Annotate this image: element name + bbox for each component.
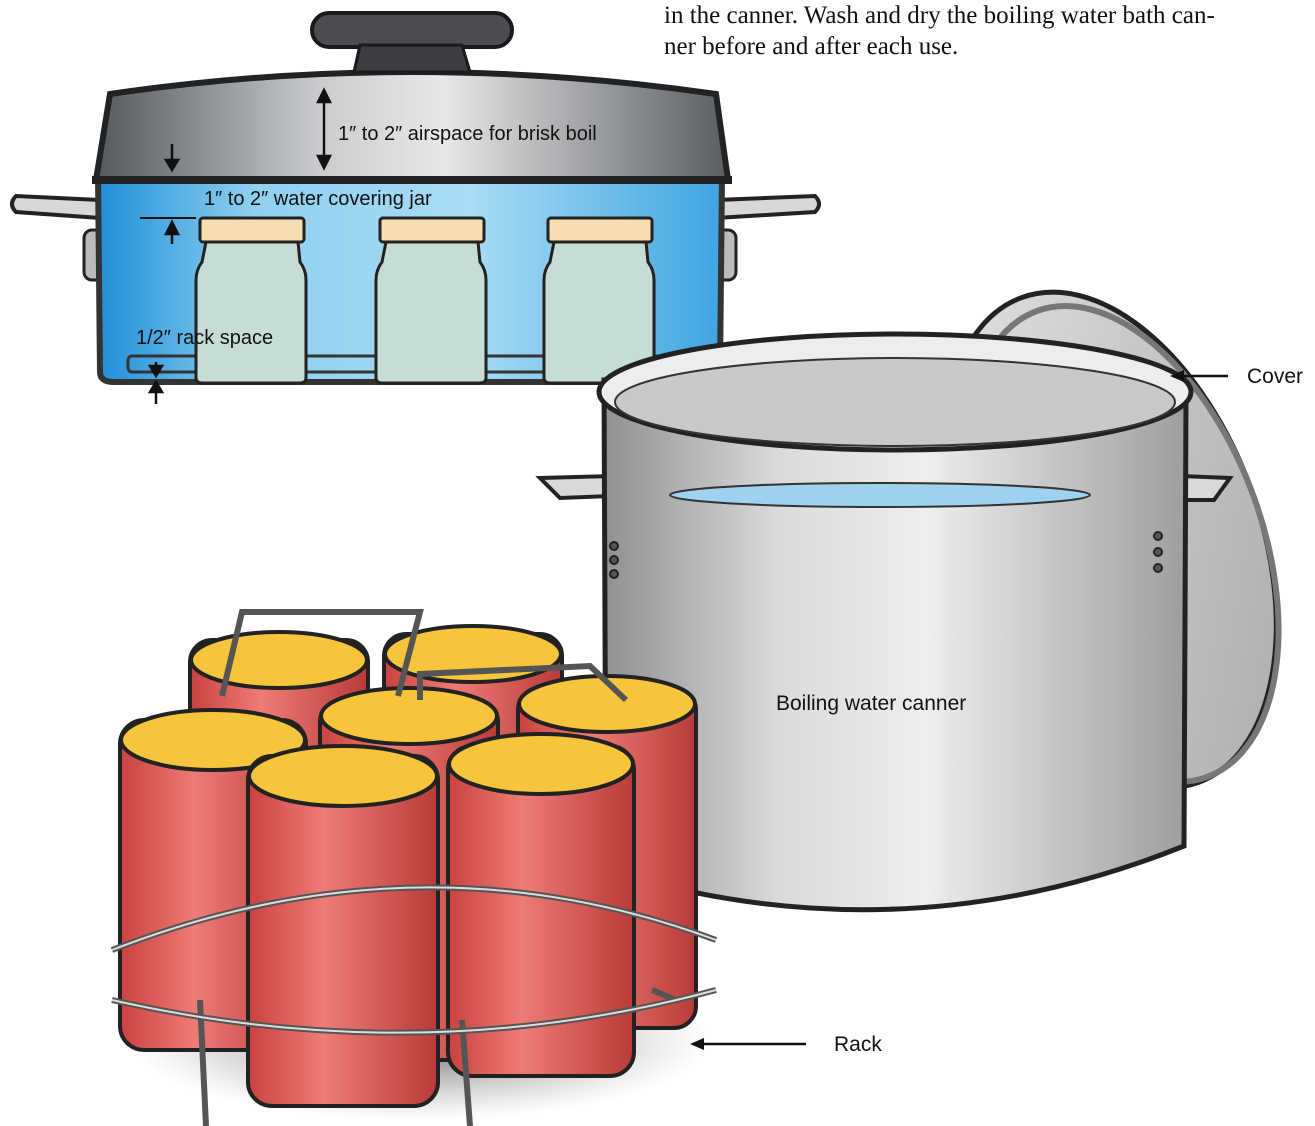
lid-knob [312,13,512,47]
jars-in-rack [112,612,716,1126]
cross-section-canner: 1″ to 2″ airspace for brisk boil 1″ to 2… [12,13,819,404]
jar [376,218,486,383]
left-handle [12,196,100,218]
canner-label: Boiling water canner [776,692,966,715]
jar [196,218,306,383]
airspace-label: 1″ to 2″ airspace for brisk boil [338,123,597,145]
water-cover-label: 1″ to 2″ water covering jar [204,188,432,210]
canner-water [670,483,1090,507]
right-handle [716,196,819,218]
rack-label: Rack [834,1033,882,1056]
rack-space-label: 1/2″ rack space [136,327,273,349]
jar [544,218,654,383]
cover-label: Cover [1247,365,1303,388]
tomato-jar [248,746,438,1106]
rack-callout: Rack [690,1033,882,1056]
